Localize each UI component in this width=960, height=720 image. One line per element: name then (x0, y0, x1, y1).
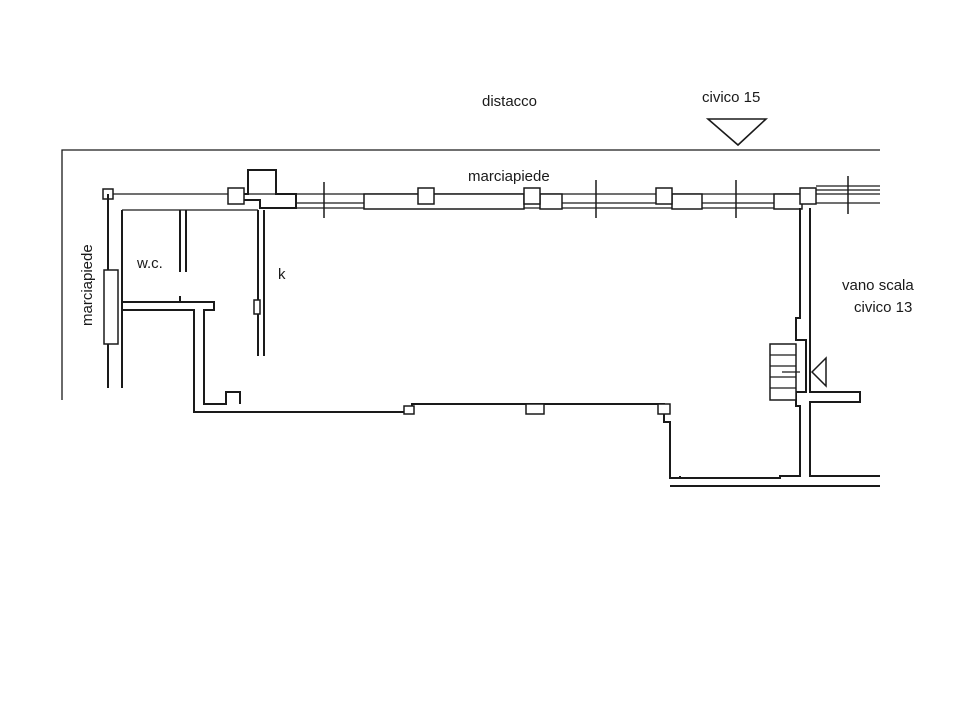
street-boundary (61, 149, 880, 400)
interior-partitions (179, 210, 265, 356)
label-distacco: distacco (482, 93, 537, 110)
label-vano-scala: vano scala (842, 277, 914, 294)
stair-icon (769, 343, 800, 401)
pier (227, 187, 245, 205)
label-marciapiede-top: marciapiede (468, 168, 550, 185)
outer-walls (103, 194, 880, 487)
pier (655, 187, 673, 205)
label-civico-13: civico 13 (854, 299, 912, 316)
pier (417, 187, 435, 205)
pier (523, 187, 541, 205)
top-facade-wall (102, 169, 880, 218)
side-entrance-arrow-icon (810, 356, 827, 388)
label-kitchen: k (278, 266, 286, 283)
label-civico-15: civico 15 (702, 89, 760, 106)
label-wc: w.c. (136, 255, 163, 272)
pier (799, 187, 817, 205)
entrance-arrow-icon (705, 118, 769, 147)
label-marciapiede-left: marciapiede (79, 244, 96, 326)
